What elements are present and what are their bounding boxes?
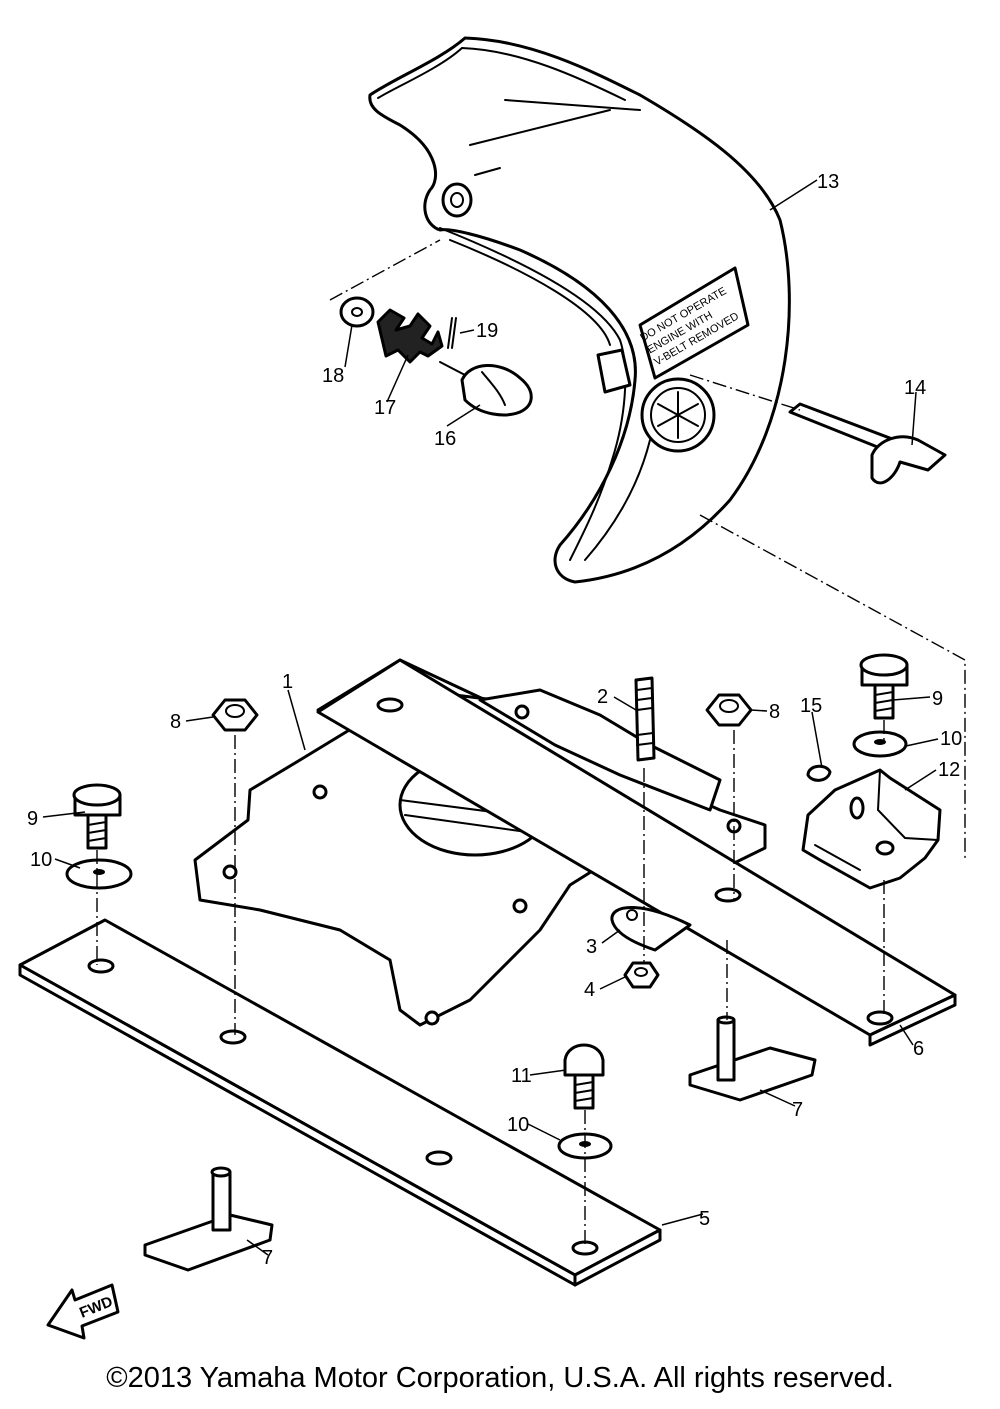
callout-7-right: 7	[792, 1099, 803, 1121]
forward-arrow-icon: FWD	[46, 1283, 120, 1340]
callout-5: 5	[699, 1208, 710, 1230]
bolt-9-left	[72, 783, 122, 850]
clip-15	[806, 764, 832, 782]
callout-7-left: 7	[262, 1247, 273, 1269]
callout-9-right: 9	[932, 688, 943, 710]
callout-8-right: 8	[769, 701, 780, 723]
callout-10-bottom: 10	[507, 1114, 529, 1136]
stud-2	[634, 676, 656, 762]
washer-18	[339, 296, 375, 328]
leader-lines	[42, 179, 939, 1256]
bolt-9-right	[859, 653, 909, 720]
bracket-12	[801, 768, 942, 890]
yamaha-emblem	[640, 377, 716, 453]
bolt-11	[563, 1043, 605, 1110]
callout-6: 6	[913, 1038, 924, 1060]
callout-17: 17	[374, 397, 396, 419]
callout-9-left: 9	[27, 808, 38, 830]
callout-4: 4	[584, 979, 595, 1001]
callout-15: 15	[800, 695, 822, 717]
callout-12: 12	[938, 759, 960, 781]
washer-10-right	[852, 730, 908, 758]
t-bolt-7-left	[143, 1166, 274, 1272]
nut-8-left	[211, 698, 259, 732]
callout-8-left: 8	[170, 711, 181, 733]
nut-4	[623, 961, 660, 989]
callout-10-left: 10	[30, 849, 52, 871]
callout-18: 18	[322, 365, 344, 387]
callout-10-right: 10	[940, 728, 962, 750]
washer-10-left	[65, 858, 133, 890]
t-bolt-7-right	[688, 1015, 817, 1102]
copyright-notice: ©2013 Yamaha Motor Corporation, U.S.A. A…	[106, 1362, 894, 1394]
callout-2: 2	[597, 686, 608, 708]
callout-16: 16	[434, 428, 456, 450]
alignment-lines	[96, 239, 966, 1248]
tab-plate-3	[610, 906, 692, 952]
pin-19	[447, 317, 457, 349]
belt-guard-cover: DO NOT OPERATE ENGINE WITH V-BELT REMOVE…	[368, 36, 791, 584]
callout-19: 19	[476, 320, 498, 342]
callout-11: 11	[511, 1065, 532, 1087]
callout-1: 1	[282, 671, 293, 693]
callout-numbers: 1 2 3 4 5 6 7 7 8 8 9 9 10 10 10 11 12 1…	[27, 171, 962, 1269]
callout-3: 3	[586, 936, 597, 958]
callout-13: 13	[817, 171, 839, 193]
rail-5	[18, 918, 662, 1287]
nut-8-right	[705, 693, 753, 727]
knob-16	[439, 361, 533, 417]
spring-17	[376, 308, 444, 364]
pivot-pin-14	[788, 402, 947, 485]
callout-14: 14	[904, 377, 926, 399]
